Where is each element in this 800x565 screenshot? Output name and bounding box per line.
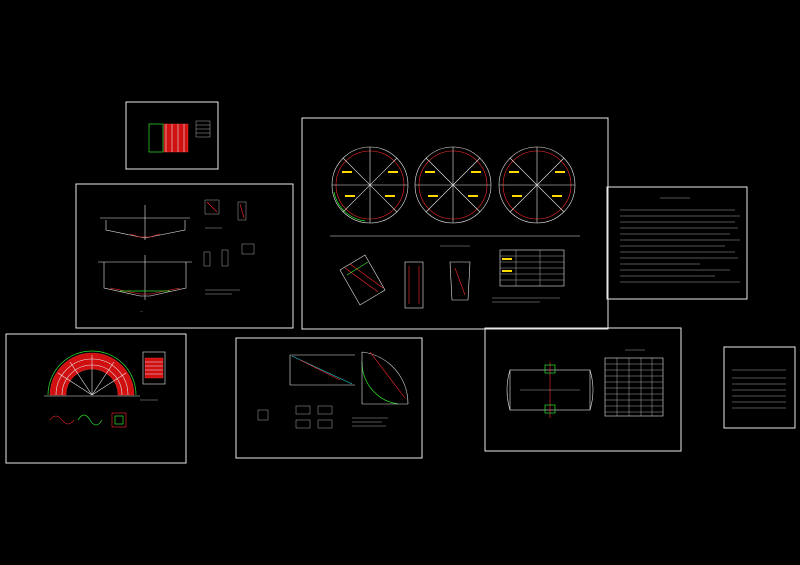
- sheet-small-top[interactable]: [125, 101, 219, 170]
- sheet-pipe-table[interactable]: [484, 327, 682, 452]
- rotated-detail: [339, 254, 386, 306]
- sheet-plan-three-circles[interactable]: [301, 117, 609, 330]
- material-table: [499, 249, 565, 287]
- pipe-table: [604, 357, 664, 417]
- circle-tank-1: [331, 146, 409, 224]
- sheet-design-notes[interactable]: [606, 186, 748, 300]
- sheet-small-legend[interactable]: [723, 346, 796, 429]
- svg-text:—: —: [140, 309, 143, 313]
- circle-tank-3: [498, 146, 576, 224]
- sheet-tank-sections[interactable]: —: [75, 183, 294, 329]
- sheet-slope-details[interactable]: [235, 337, 423, 459]
- sheet-red-semicircle[interactable]: [5, 333, 187, 464]
- circle-tank-2: [414, 146, 492, 224]
